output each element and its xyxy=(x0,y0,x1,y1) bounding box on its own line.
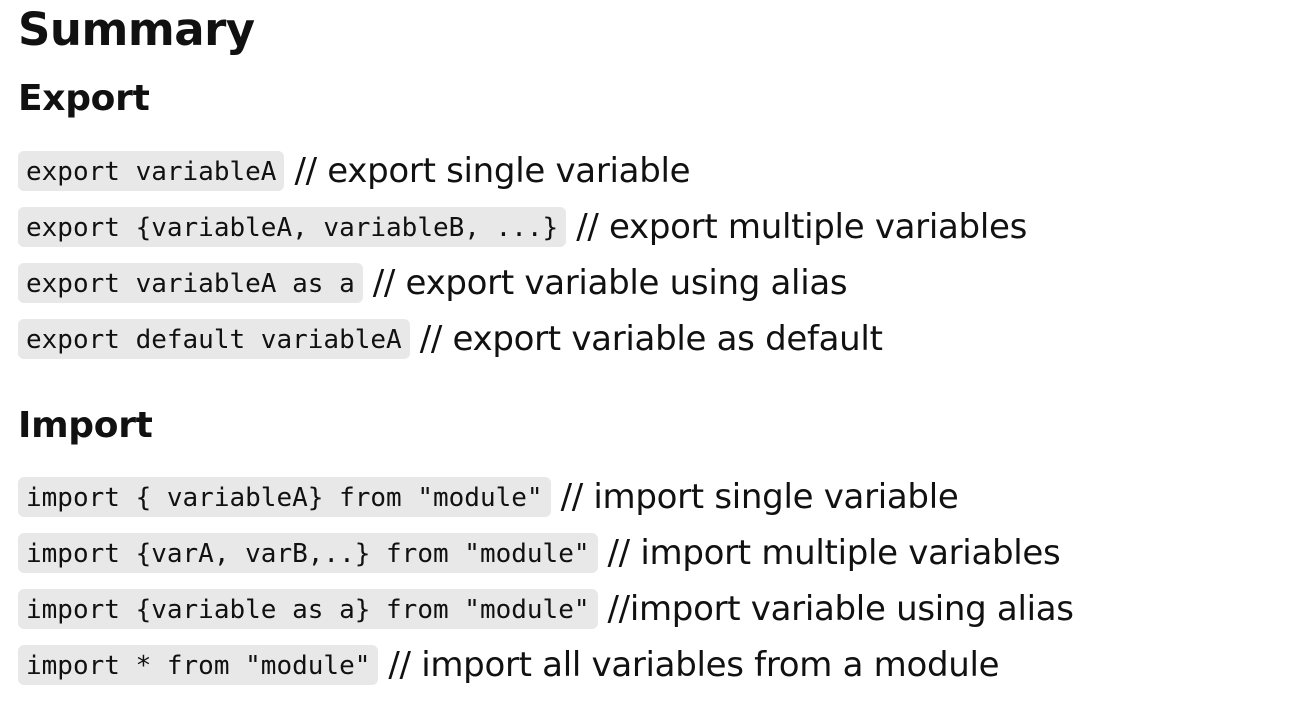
code-snippet: export {variableA, variableB, ...} xyxy=(18,207,567,247)
export-list: export variableA // export single variab… xyxy=(18,143,1027,367)
code-comment: // import all variables from a module xyxy=(388,645,1000,685)
page-title: Summary xyxy=(18,3,255,56)
import-row: import { variableA} from "module" // imp… xyxy=(18,469,1074,525)
code-comment: // export single variable xyxy=(294,151,691,191)
code-comment: // export variable as default xyxy=(419,319,883,359)
export-heading: Export xyxy=(18,78,150,119)
code-comment: // export multiple variables xyxy=(576,207,1028,247)
code-comment: // export variable using alias xyxy=(372,263,848,303)
import-row: import {varA, varB,..} from "module" // … xyxy=(18,525,1074,581)
import-list: import { variableA} from "module" // imp… xyxy=(18,469,1074,693)
code-comment: // import single variable xyxy=(560,477,959,517)
code-snippet: export default variableA xyxy=(18,319,410,359)
export-row: export variableA // export single variab… xyxy=(18,143,1027,199)
import-row: import {variable as a} from "module" //i… xyxy=(18,581,1074,637)
code-snippet: import { variableA} from "module" xyxy=(18,477,551,517)
code-comment: // import multiple variables xyxy=(607,533,1061,573)
export-row: export default variableA // export varia… xyxy=(18,311,1027,367)
code-snippet: import * from "module" xyxy=(18,645,379,685)
export-row: export {variableA, variableB, ...} // ex… xyxy=(18,199,1027,255)
code-snippet: import {variable as a} from "module" xyxy=(18,589,598,629)
code-snippet: import {varA, varB,..} from "module" xyxy=(18,533,598,573)
import-row: import * from "module" // import all var… xyxy=(18,637,1074,693)
code-snippet: export variableA as a xyxy=(18,263,363,303)
export-row: export variableA as a // export variable… xyxy=(18,255,1027,311)
import-heading: Import xyxy=(18,405,153,446)
code-snippet: export variableA xyxy=(18,151,285,191)
code-comment: //import variable using alias xyxy=(607,589,1074,629)
